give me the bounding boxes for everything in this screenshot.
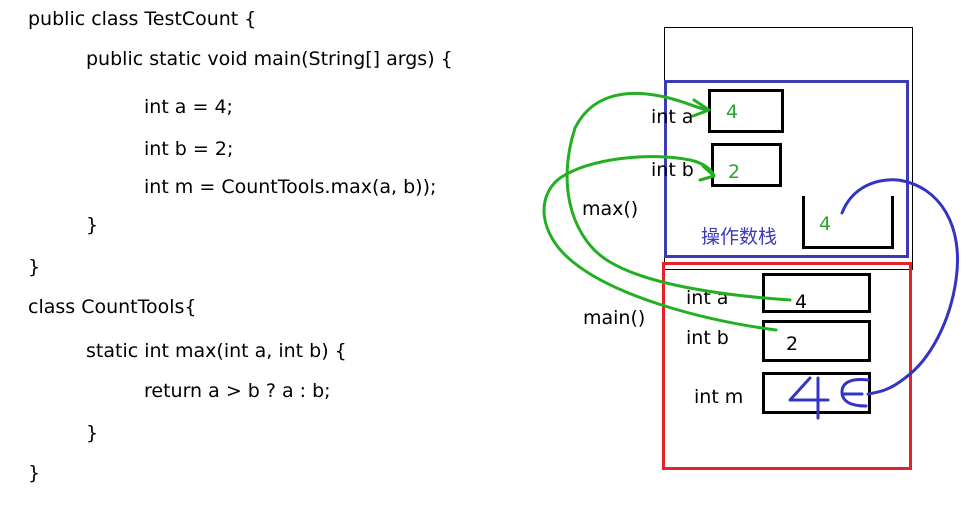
max-var-a-cell bbox=[708, 89, 784, 133]
operand-stack-bucket bbox=[802, 196, 894, 249]
main-var-b-value: 2 bbox=[786, 333, 799, 355]
main-var-m-value: 4 bbox=[815, 382, 827, 404]
code-line-1: public class TestCount { bbox=[28, 8, 257, 30]
max-var-a-value: 4 bbox=[726, 101, 739, 123]
code-line-9: static int max(int a, int b) { bbox=[86, 340, 347, 362]
code-line-11: } bbox=[86, 422, 99, 444]
max-var-b-cell bbox=[711, 143, 782, 187]
main-var-b-cell bbox=[762, 320, 871, 362]
operand-stack-value: 4 bbox=[819, 213, 832, 235]
code-line-8: class CountTools{ bbox=[28, 296, 197, 318]
max-var-b-value: 2 bbox=[728, 161, 741, 183]
main-var-a-value: 4 bbox=[795, 291, 808, 313]
main-var-m-label: int m bbox=[694, 386, 744, 408]
main-var-a-cell bbox=[762, 273, 871, 313]
max-frame-label: max() bbox=[582, 198, 639, 220]
max-var-a-label: int a bbox=[651, 106, 694, 128]
main-var-a-label: int a bbox=[686, 287, 729, 309]
main-frame-label: main() bbox=[583, 307, 646, 329]
code-line-10: return a > b ? a : b; bbox=[144, 380, 331, 402]
code-line-2: public static void main(String[] args) { bbox=[86, 48, 453, 70]
max-var-b-label: int b bbox=[651, 159, 694, 181]
operand-stack-label: 操作数栈 bbox=[701, 226, 778, 248]
code-line-6: } bbox=[86, 214, 99, 236]
code-line-7: } bbox=[28, 256, 41, 278]
code-line-3: int a = 4; bbox=[144, 96, 233, 118]
main-var-b-label: int b bbox=[686, 327, 729, 349]
code-line-5: int m = CountTools.max(a, b)); bbox=[144, 176, 437, 198]
code-line-4: int b = 2; bbox=[144, 138, 234, 160]
code-line-12: } bbox=[28, 462, 41, 484]
